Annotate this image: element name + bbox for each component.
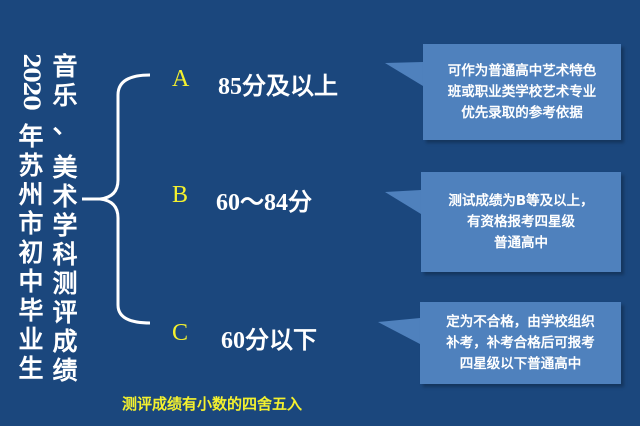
grade-letter-b: B [172,182,189,208]
title-char: 成 [52,327,78,356]
note-line: 可作为普通高中艺术特色 [447,62,597,79]
note-line: 测试成绩为B等及以上， [448,192,594,209]
brace-path [82,73,151,325]
grade-range-a: 85分及以上 [218,74,338,100]
title-char: 生 [18,354,44,383]
note-box-a: 可作为普通高中艺术特色 班或职业类学校艺术专业 优先录取的参考依据 [423,44,621,140]
title-char: 毕 [18,296,44,325]
title-char: 绩 [52,356,78,385]
note-line: 有资格报考四星级 [466,213,575,230]
callout-tail-b [385,190,421,214]
note-box-b: 测试成绩为B等及以上， 有资格报考四星级 普通高中 [421,172,621,272]
note-line: 补考，补考合格后可报考 [446,334,595,351]
title-char: 业 [18,325,44,354]
title-char: 术 [52,182,78,211]
title-char: 初 [18,238,44,267]
title-char: 年 [18,122,44,151]
title-char: 美 [52,153,78,182]
title-char: 测 [52,269,78,298]
note-line: 四星级以下普通高中 [459,355,582,372]
note-line: 优先录取的参考依据 [461,104,583,121]
note-line: 班或职业类学校艺术专业 [447,83,597,100]
callout-tail-a [385,62,423,86]
footer-note: 测评成绩有小数的四舍五入 [122,395,303,413]
callout-tail-c [378,318,420,344]
title-char: 学 [52,211,78,240]
title-column-year: 2 0 2 0 年 苏 州 市 初 中 毕 业 生 [16,53,46,383]
grade-letter-a: A [172,66,190,92]
note-line: 普通高中 [493,234,548,251]
grade-letter-c: C [172,320,189,346]
title-char: 音 [52,52,78,81]
title-char: 州 [18,180,44,209]
title-char: 苏 [18,151,44,180]
title-char: 中 [18,267,44,296]
grade-range-c: 60分以下 [221,328,317,354]
title-char: 市 [18,209,44,238]
title-char: 评 [52,298,78,327]
title-column-subject: 音 乐 、 美 术 学 科 测 评 成 绩 [50,52,80,385]
note-box-c: 定为不合格，由学校组织 补考，补考合格后可报考 四星级以下普通高中 [420,302,621,384]
title-char: 、 [52,110,78,139]
title-char: 乐 [52,81,78,110]
grade-range-b: 60～84分 [216,190,312,216]
title-char: 科 [52,240,78,269]
note-line: 定为不合格，由学校组织 [446,313,595,330]
